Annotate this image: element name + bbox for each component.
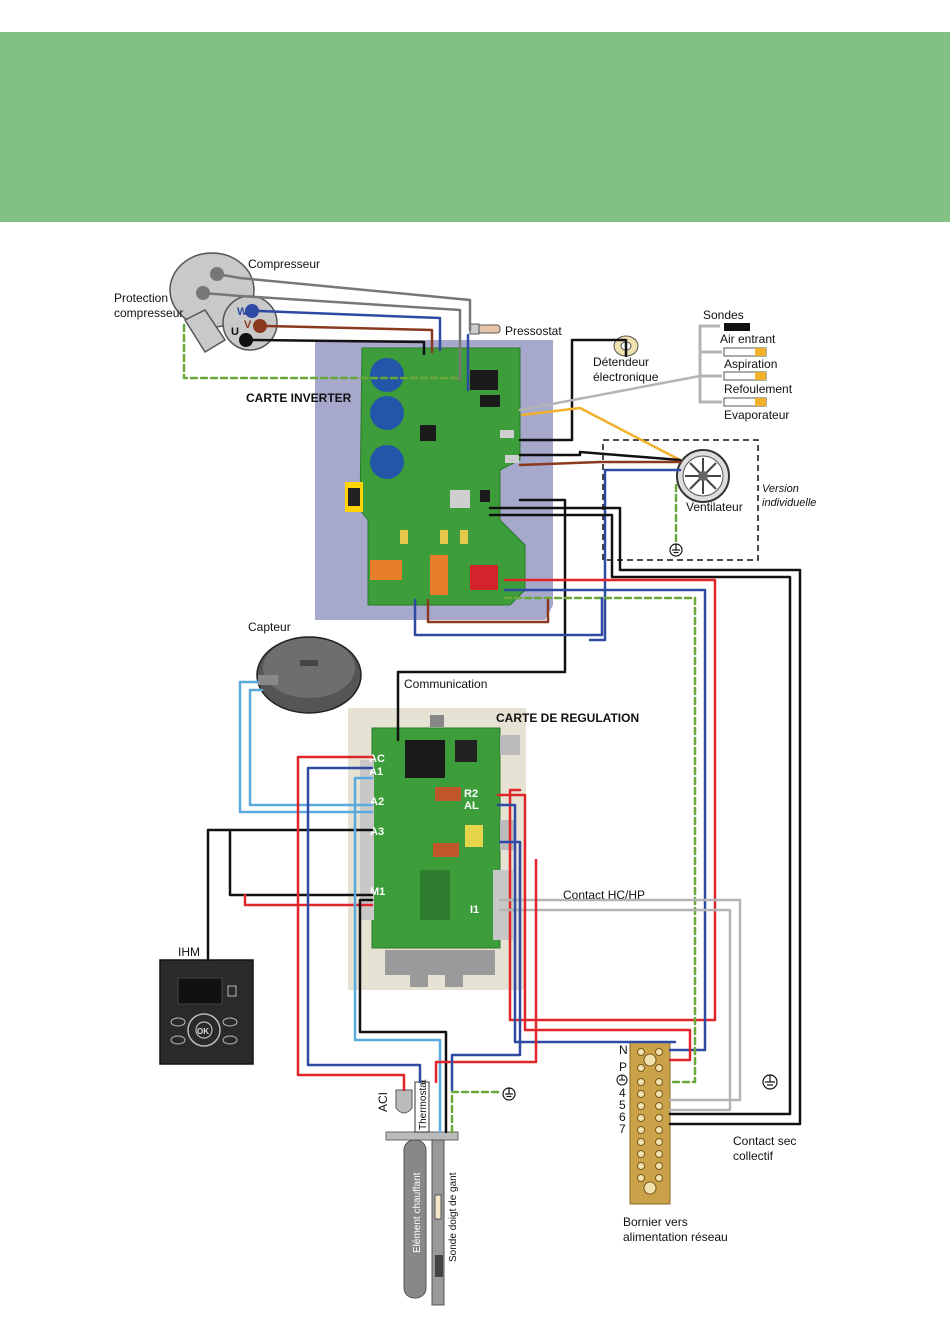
capteur-label: Capteur bbox=[248, 620, 291, 634]
carte-inverter-label: CARTE INVERTER bbox=[246, 391, 352, 405]
contact-sec-label-2: collectif bbox=[733, 1149, 774, 1163]
detendeur-label-2: électronique bbox=[593, 370, 659, 384]
thermostat-label: Thermostat bbox=[418, 1079, 429, 1130]
terminal-v-label: V bbox=[244, 319, 252, 331]
ihm-panel-icon bbox=[159, 959, 254, 1065]
pressostat-icon bbox=[469, 323, 501, 335]
wire-harness bbox=[182, 272, 802, 1134]
compressor-icon bbox=[169, 252, 278, 354]
element-chauffant-label: Elément chauffant bbox=[412, 1172, 423, 1253]
pin-m1-label: M1 bbox=[370, 886, 385, 898]
pin-al-label: AL bbox=[464, 800, 479, 812]
bornier-7-label: 7 bbox=[619, 1122, 626, 1136]
capacitor-icon bbox=[370, 358, 404, 479]
bornier-label-1: Bornier vers bbox=[623, 1215, 688, 1229]
sondes-bracket bbox=[698, 324, 722, 404]
pressostat-label: Pressostat bbox=[505, 324, 562, 338]
regulation-components bbox=[360, 715, 520, 987]
pin-i1-label: I1 bbox=[470, 904, 479, 916]
header-banner bbox=[0, 32, 950, 222]
ground-icon bbox=[502, 1087, 516, 1101]
ihm-label: IHM bbox=[178, 945, 200, 959]
air-entrant-label: Air entrant bbox=[720, 332, 776, 346]
contact-hchp-label: Contact HC/HP bbox=[563, 888, 645, 902]
fan-icon bbox=[676, 449, 730, 503]
bornier-6-label: 6 bbox=[619, 1110, 626, 1124]
bornier-icon bbox=[629, 1041, 671, 1205]
ventilateur-label: Ventilateur bbox=[686, 500, 743, 514]
pin-r2-label: R2 bbox=[464, 788, 478, 800]
aspiration-label: Aspiration bbox=[724, 357, 777, 371]
sensor-icon bbox=[723, 323, 767, 407]
ground-icon bbox=[669, 543, 683, 557]
ground-icon bbox=[616, 1074, 628, 1086]
heating-element-icon bbox=[385, 1081, 459, 1306]
refoulement-label: Refoulement bbox=[724, 382, 793, 396]
communication-label: Communication bbox=[404, 677, 487, 691]
bornier-4-label: 4 bbox=[619, 1086, 626, 1100]
terminal-w-label: W bbox=[237, 306, 248, 318]
sonde-doigt-label: Sonde doigt de gant bbox=[448, 1172, 459, 1262]
inverter-components bbox=[345, 370, 519, 595]
ground-icon bbox=[762, 1074, 778, 1090]
pin-ac-label: AC bbox=[369, 753, 385, 765]
bornier-label-2: alimentation réseau bbox=[623, 1230, 728, 1244]
pressure-sensor-icon bbox=[256, 636, 362, 714]
bornier-5-label: 5 bbox=[619, 1098, 626, 1112]
bornier-p-label: P bbox=[619, 1060, 627, 1074]
carte-regulation-label: CARTE DE REGULATION bbox=[496, 711, 639, 725]
pin-a2-label: A2 bbox=[370, 796, 384, 808]
detendeur-label-1: Détendeur bbox=[593, 355, 649, 369]
pin-a3-label: A3 bbox=[370, 826, 384, 838]
evaporateur-label: Evaporateur bbox=[724, 408, 789, 422]
sondes-label: Sondes bbox=[703, 308, 744, 322]
contact-sec-label-1: Contact sec bbox=[733, 1134, 796, 1148]
aci-label: ACI bbox=[376, 1092, 390, 1112]
compresseur-label: Compresseur bbox=[248, 257, 320, 271]
version-individuelle-box bbox=[602, 439, 759, 561]
protection-label-2: compresseur bbox=[114, 306, 183, 320]
version-label-1: Version bbox=[762, 483, 799, 495]
version-label-2: individuelle bbox=[762, 497, 816, 509]
protection-label-1: Protection bbox=[114, 291, 168, 305]
terminal-u-label: U bbox=[231, 326, 239, 338]
bornier-n-label: N bbox=[619, 1043, 628, 1057]
ihm-ok-label: OK bbox=[197, 1027, 209, 1036]
